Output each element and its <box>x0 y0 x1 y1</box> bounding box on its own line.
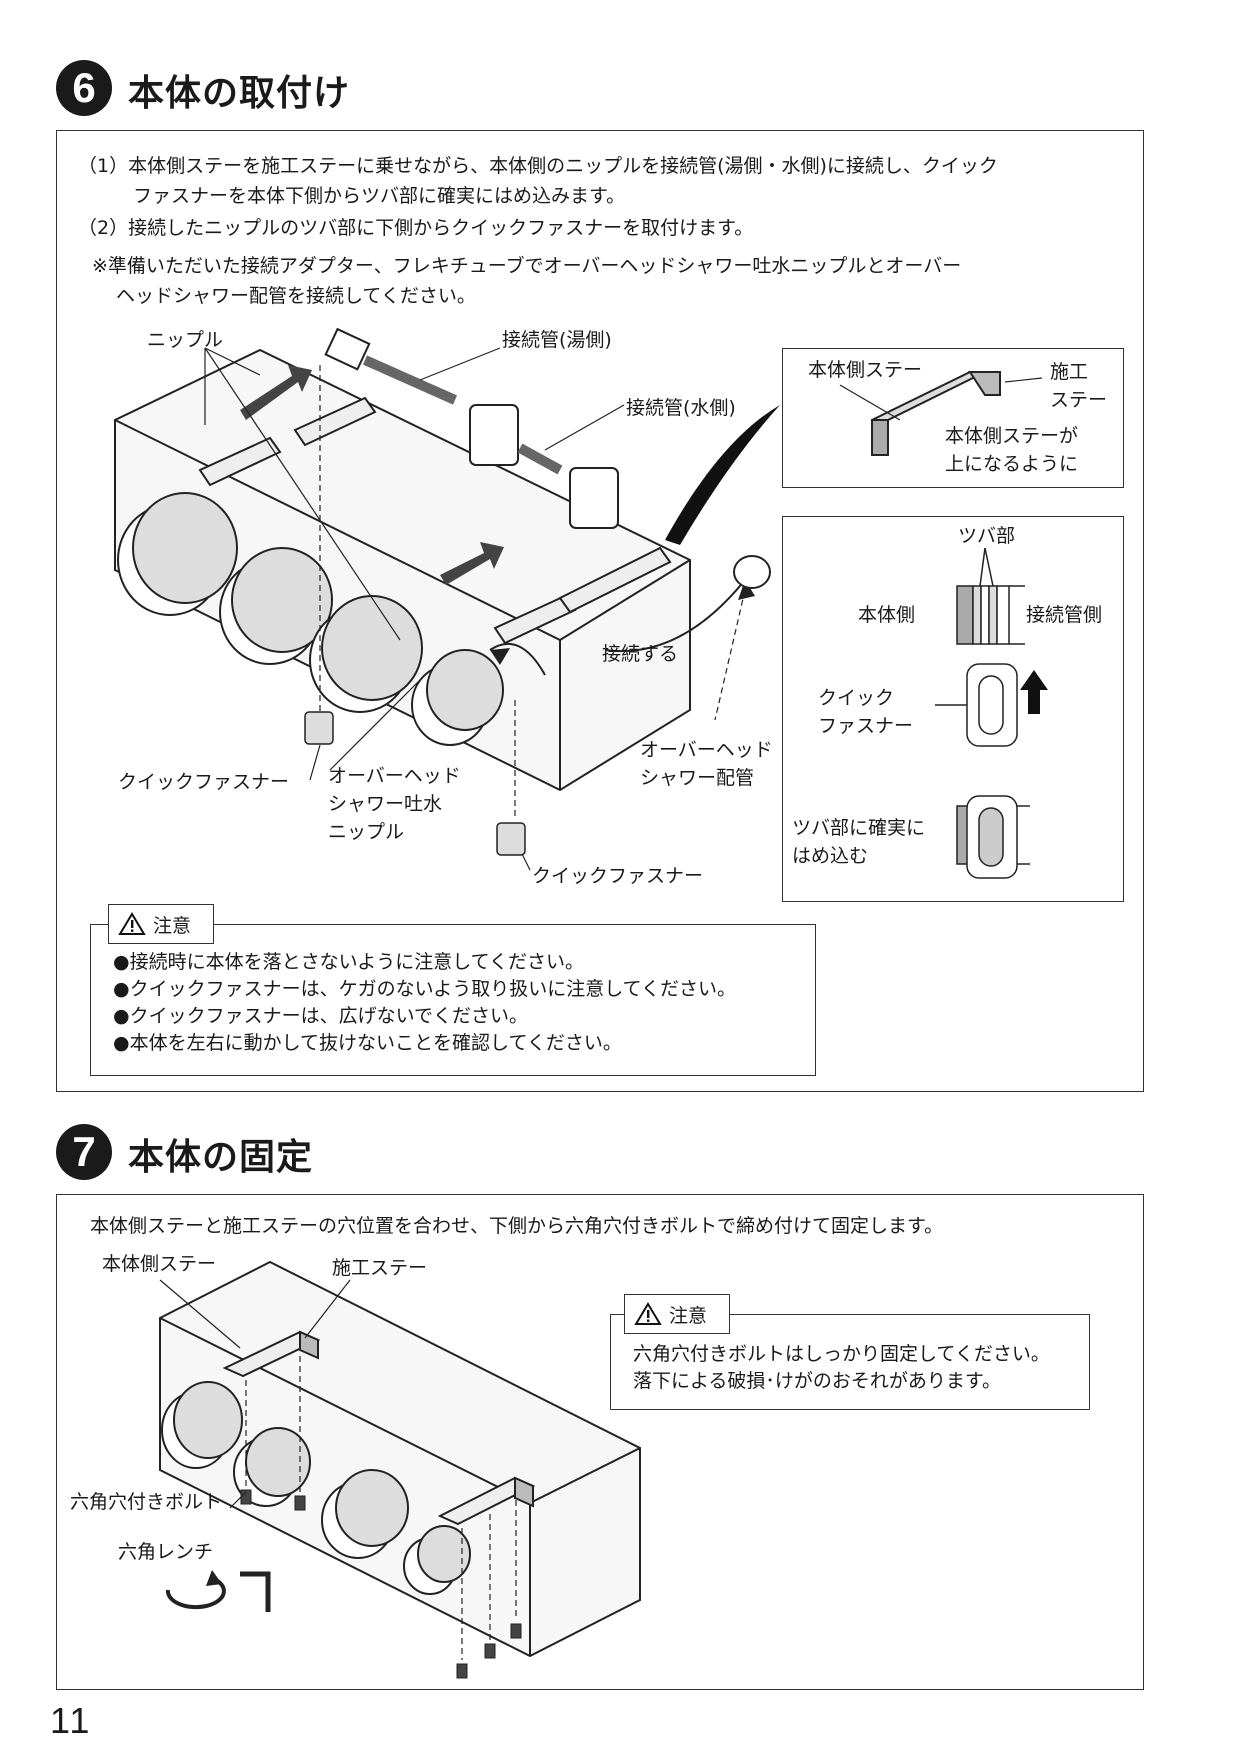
quick-fastener-left <box>304 711 334 745</box>
arrows <box>240 365 504 585</box>
label-overhead-pipe-2: シャワー配管 <box>640 767 755 789</box>
label-work-stay-7: 施工ステー <box>332 1257 428 1279</box>
step-number-7: 7 <box>56 1124 112 1180</box>
caution-7-item-1: 六角穴付きボルトはしっかり固定してください。 <box>633 1343 1050 1365</box>
page-number: 11 <box>50 1700 92 1741</box>
inset1-work-stay-2: ステー <box>1050 389 1108 411</box>
label-hot-pipe: 接続管(湯側) <box>502 329 612 351</box>
inset1-work-stay-1: 施工 <box>1050 361 1089 383</box>
section-7-instruction: 本体側ステーと施工ステーの穴位置を合わせ、下側から六角穴付きボルトで締め付けて固… <box>90 1215 944 1237</box>
caution-6-item-2: ●クイックファスナーは、ケガのないよう取り扱いに注意してください。 <box>113 978 737 1000</box>
stays <box>198 396 672 645</box>
note-line-1: ※準備いただいた接続アダプター、フレキチューブでオーバーヘッドシャワー吐水ニップ… <box>92 255 962 277</box>
overhead-pipe-fitting <box>733 555 771 589</box>
rotate-arrow <box>165 1576 226 1610</box>
caution-6-item-3: ●クイックファスナーは、広げないでください。 <box>113 1005 529 1027</box>
label-bolt: 六角穴付きボルト <box>70 1491 223 1513</box>
warning-icon <box>118 912 146 935</box>
caution-6-item-4: ●本体を左右に動かして抜けないことを確認してください。 <box>113 1032 622 1054</box>
inset2-flange: ツバ部 <box>958 525 1016 547</box>
caution-6-item-1: ●接続時に本体を落とさないように注意してください。 <box>113 951 585 973</box>
note-line-2: ヘッドシャワー配管を接続してください。 <box>116 285 476 307</box>
inset1-note-2: 上になるように <box>945 453 1079 475</box>
caution-box-6: ●接続時に本体を落とさないように注意してください。 ●クイックファスナーは、ケガ… <box>90 924 816 1076</box>
label-overhead-nipple-1: オーバーヘッド <box>328 765 461 787</box>
step-number-6: 6 <box>56 60 112 116</box>
caution-6-title: 注意 <box>153 914 192 937</box>
leader-lines <box>204 347 625 871</box>
label-body-stay-7: 本体側ステー <box>102 1253 217 1275</box>
section-7-title: 本体の固定 <box>128 1137 314 1178</box>
inset1-note-1: 本体側ステーが <box>945 425 1079 447</box>
section-7-box <box>56 1194 1144 1690</box>
label-overhead-nipple-2: シャワー吐水 <box>328 793 443 815</box>
instruction-1a: （1）本体側ステーを施工ステーに乗せながら、本体側のニップルを接続管(湯側・水側… <box>78 155 998 177</box>
inset-quick-fastener <box>782 516 1124 902</box>
label-nipple: ニップル <box>147 329 224 351</box>
pipes <box>324 327 619 529</box>
instruction-2: （2）接続したニップルのツバ部に下側からクイックファスナーを取付けます。 <box>78 217 754 239</box>
label-quick-fastener-left: クイックファスナー <box>118 771 290 793</box>
caution-tag-7: 注意 <box>624 1294 730 1334</box>
instruction-1b: ファスナーを本体下側からツバ部に確実にはめ込みます。 <box>133 185 626 207</box>
label-cold-pipe: 接続管(水側) <box>626 397 736 419</box>
label-connect: 接続する <box>602 643 679 665</box>
inset2-insert-1: ツバ部に確実に <box>792 817 926 839</box>
connect-arrow <box>604 579 746 653</box>
up-arrow <box>1020 670 1048 714</box>
inset2-pipe-side: 接続管側 <box>1026 604 1103 626</box>
label-quick-fastener-bottom: クイックファスナー <box>532 865 704 887</box>
label-overhead-pipe-1: オーバーヘッド <box>640 739 773 761</box>
section-6-title: 本体の取付け <box>128 73 351 114</box>
label-wrench: 六角レンチ <box>118 1541 214 1563</box>
quick-fastener-bottom <box>496 822 526 856</box>
inset2-quick-fastener-2: ファスナー <box>818 715 914 737</box>
zoom-pointer <box>665 405 780 545</box>
section-6-box <box>56 130 1144 1092</box>
hex-wrench <box>240 1571 271 1612</box>
warning-icon <box>634 1302 662 1325</box>
inset2-quick-fastener-1: クイック <box>818 687 895 709</box>
caution-tag-6: 注意 <box>108 904 214 944</box>
dashed-guides <box>319 365 746 820</box>
label-overhead-nipple-3: ニップル <box>328 821 405 843</box>
inset1-body-stay: 本体側ステー <box>808 359 923 381</box>
inset2-body-side: 本体側 <box>858 604 916 626</box>
inset-stay-orientation <box>782 348 1124 488</box>
caution-7-item-2: 落下による破損･けがのおそれがあります。 <box>633 1370 1002 1392</box>
caution-7-title: 注意 <box>669 1304 708 1327</box>
inset2-insert-2: はめ込む <box>792 845 869 867</box>
knobs <box>117 492 504 746</box>
